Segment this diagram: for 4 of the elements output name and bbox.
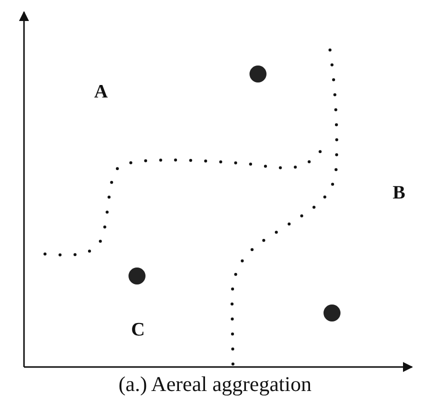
region-label: C bbox=[131, 320, 145, 340]
region-label: B bbox=[392, 184, 406, 202]
region-label: A bbox=[94, 82, 108, 102]
caption: (a.) Aereal aggregation bbox=[118, 373, 312, 396]
